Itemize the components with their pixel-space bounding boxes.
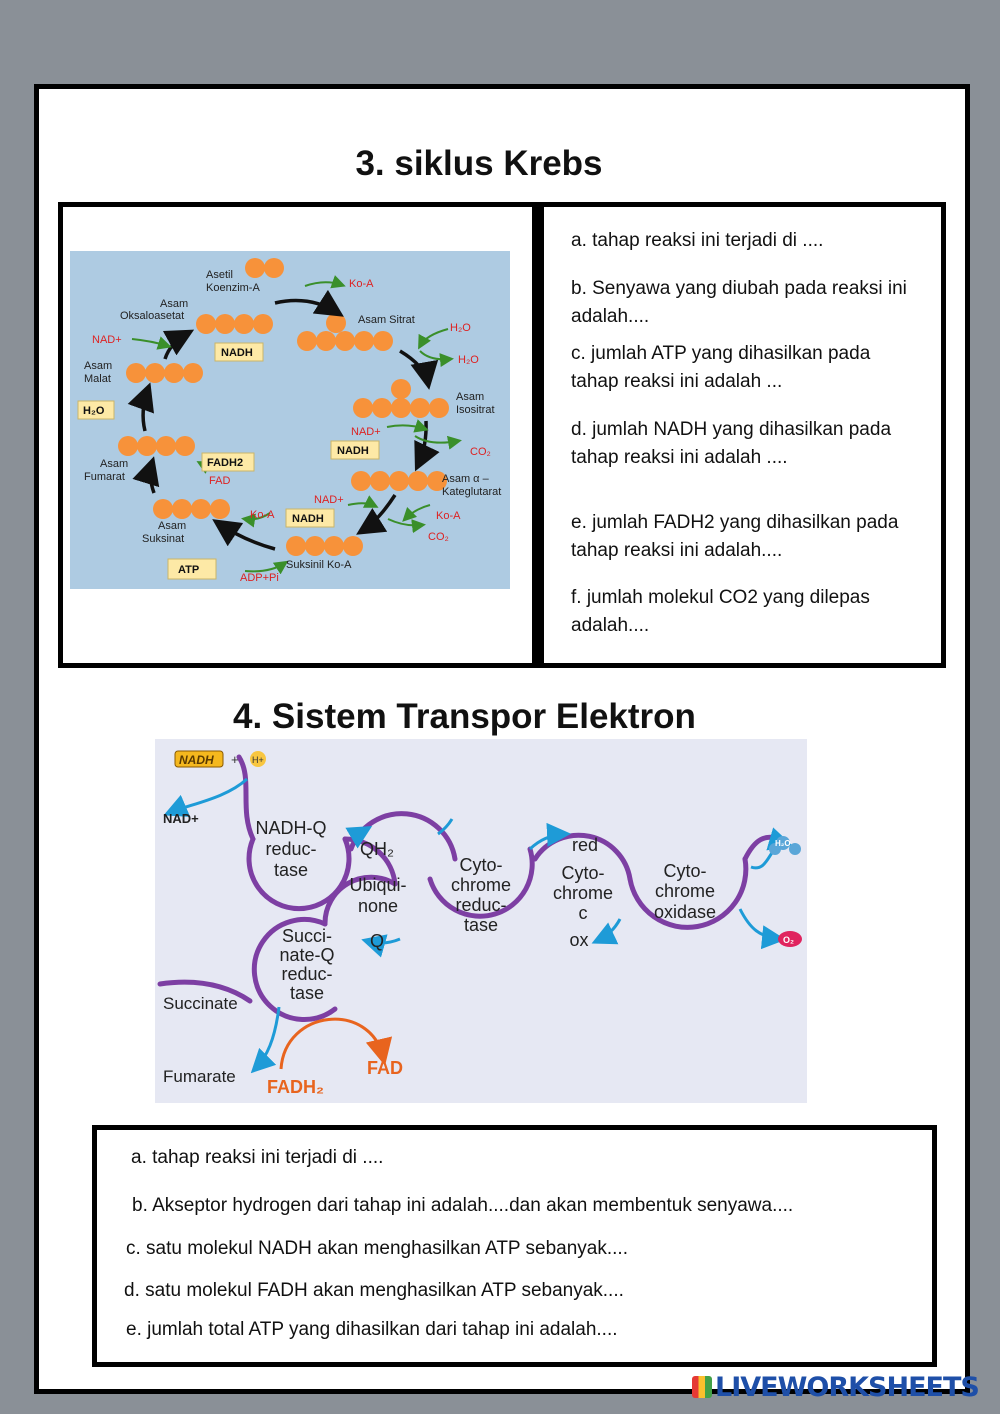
q-label: Q: [370, 931, 384, 951]
c3-line4: tase: [464, 915, 498, 935]
electron-transport-diagram: NADH + H+ NAD+ NADH-Q reduc- tase QH₂ Ub…: [155, 739, 807, 1103]
krebs-box: [58, 202, 946, 668]
isositrat-label-2: Isositrat: [456, 404, 495, 416]
box-divider: [532, 207, 544, 663]
liveworksheets-watermark: LIVEWORKSHEETS: [692, 1372, 980, 1403]
liveworksheets-logo-icon: [692, 1376, 712, 1398]
fadh2-box: FADH2: [207, 457, 243, 469]
nad1-label: NAD+: [92, 334, 122, 346]
ox-label: ox: [569, 930, 588, 950]
suksinat-label-1: Asam: [158, 520, 186, 532]
krebs-question-d: d. jumlah NADH yang dihasilkan pada taha…: [571, 419, 892, 468]
qh2-label: QH₂: [360, 839, 394, 859]
c3-line3: reduc-: [455, 895, 506, 915]
o2-label: O₂: [783, 935, 794, 945]
co2-1-label: CO₂: [470, 446, 491, 458]
c4-line1: Cyto-: [561, 863, 604, 883]
c3-line2: chrome: [451, 875, 511, 895]
etc-questions-box: [92, 1125, 937, 1367]
koa-right-label: Ko-A: [436, 510, 461, 522]
oksaloasetat-label-2: Oksaloasetat: [120, 310, 184, 322]
isositrat-label-1: Asam: [456, 391, 484, 403]
c4-line2: chrome: [553, 883, 613, 903]
fad-label: FAD: [209, 475, 230, 487]
nad3-label: NAD+: [314, 494, 344, 506]
krebs-question-a: a. tahap reaksi ini terjadi di ....: [571, 230, 824, 251]
etc-nadh-badge: NADH: [179, 753, 214, 767]
oksaloasetat-label-1: Asam: [160, 298, 188, 310]
etc-question-c: c. satu molekul NADH akan menghasilkan A…: [126, 1238, 628, 1259]
red-label: red: [572, 835, 598, 855]
kg-label-2: Kateglutarat: [442, 486, 501, 498]
krebs-question-b: b. Senyawa yang diubah pada reaksi ini a…: [571, 278, 907, 327]
atp-box: ATP: [178, 564, 199, 576]
section3-title: 3. siklus Krebs: [355, 144, 603, 183]
etc-plus: +: [231, 752, 239, 767]
h2o-label: H₂O: [775, 839, 791, 848]
suksinil-label: Suksinil Ko-A: [286, 559, 352, 571]
c6-line4: tase: [290, 983, 324, 1003]
c1-line1: NADH-Q: [256, 818, 327, 838]
kg-label-1: Asam α –: [442, 473, 490, 485]
c6-line2: nate-Q: [279, 945, 334, 965]
c6-line3: reduc-: [281, 964, 332, 984]
c1-line3: tase: [274, 860, 308, 880]
suksinat-label-2: Suksinat: [142, 533, 184, 545]
etc-nadplus: NAD+: [163, 811, 199, 826]
c3-line1: Cyto-: [459, 855, 502, 875]
fumarate-label: Fumarate: [163, 1067, 236, 1086]
fumarat-label-1: Asam: [100, 458, 128, 470]
c6-line1: Succi-: [282, 926, 332, 946]
krebs-question-e: e. jumlah FADH2 yang dihasilkan pada tah…: [571, 512, 899, 561]
krebs-question-c: c. jumlah ATP yang dihasilkan pada tahap…: [571, 343, 871, 392]
adp-label: ADP+Pi: [240, 572, 279, 584]
nad2-label: NAD+: [351, 426, 381, 438]
sitrat-label: Asam Sitrat: [358, 314, 415, 326]
c5-line1: Cyto-: [663, 861, 706, 881]
nadh3-box: NADH: [292, 513, 324, 525]
nadh2-box: NADH: [337, 445, 369, 457]
asetil-label-2: Koenzim-A: [206, 282, 260, 294]
etc-question-d: d. satu molekul FADH akan menghasilkan A…: [124, 1280, 624, 1301]
h2o-box: H₂O: [83, 405, 105, 417]
etc-hplus: H+: [252, 755, 264, 765]
c4-line3: c: [579, 903, 588, 923]
c5-line3: oxidase: [654, 902, 716, 922]
succinate-label: Succinate: [163, 994, 238, 1013]
krebs-question-f: f. jumlah molekul CO2 yang dilepas adala…: [571, 587, 870, 636]
c1-line2: reduc-: [265, 839, 316, 859]
h2o-b-label: H₂O: [458, 354, 479, 366]
malat-label-1: Asam: [84, 360, 112, 372]
koa-mid-label: Ko-A: [250, 509, 275, 521]
etc-question-e: e. jumlah total ATP yang dihasilkan dari…: [126, 1319, 618, 1340]
nadh1-box: NADH: [221, 347, 253, 359]
etc-question-a: a. tahap reaksi ini terjadi di ....: [131, 1147, 384, 1168]
c5-line2: chrome: [655, 881, 715, 901]
koa-top-label: Ko-A: [349, 278, 374, 290]
asetil-label-1: Asetil: [206, 269, 233, 281]
fumarat-label-2: Fumarat: [84, 471, 125, 483]
malat-label-2: Malat: [84, 373, 111, 385]
c2-line2: none: [358, 896, 398, 916]
fad-label-etc: FAD: [367, 1058, 403, 1078]
section4-title: 4. Sistem Transpor Elektron: [233, 697, 696, 736]
co2-2-label: CO₂: [428, 531, 449, 543]
fadh2-label: FADH₂: [267, 1077, 324, 1097]
etc-question-b: b. Akseptor hydrogen dari tahap ini adal…: [132, 1195, 794, 1216]
krebs-cycle-diagram: Asetil Koenzim-A Asam Oksaloasetat Asam …: [70, 251, 510, 589]
c2-line1: Ubiqui-: [349, 875, 406, 895]
worksheet-page: 3. siklus Krebs: [34, 84, 970, 1394]
h2o-a-label: H₂O: [450, 322, 471, 334]
